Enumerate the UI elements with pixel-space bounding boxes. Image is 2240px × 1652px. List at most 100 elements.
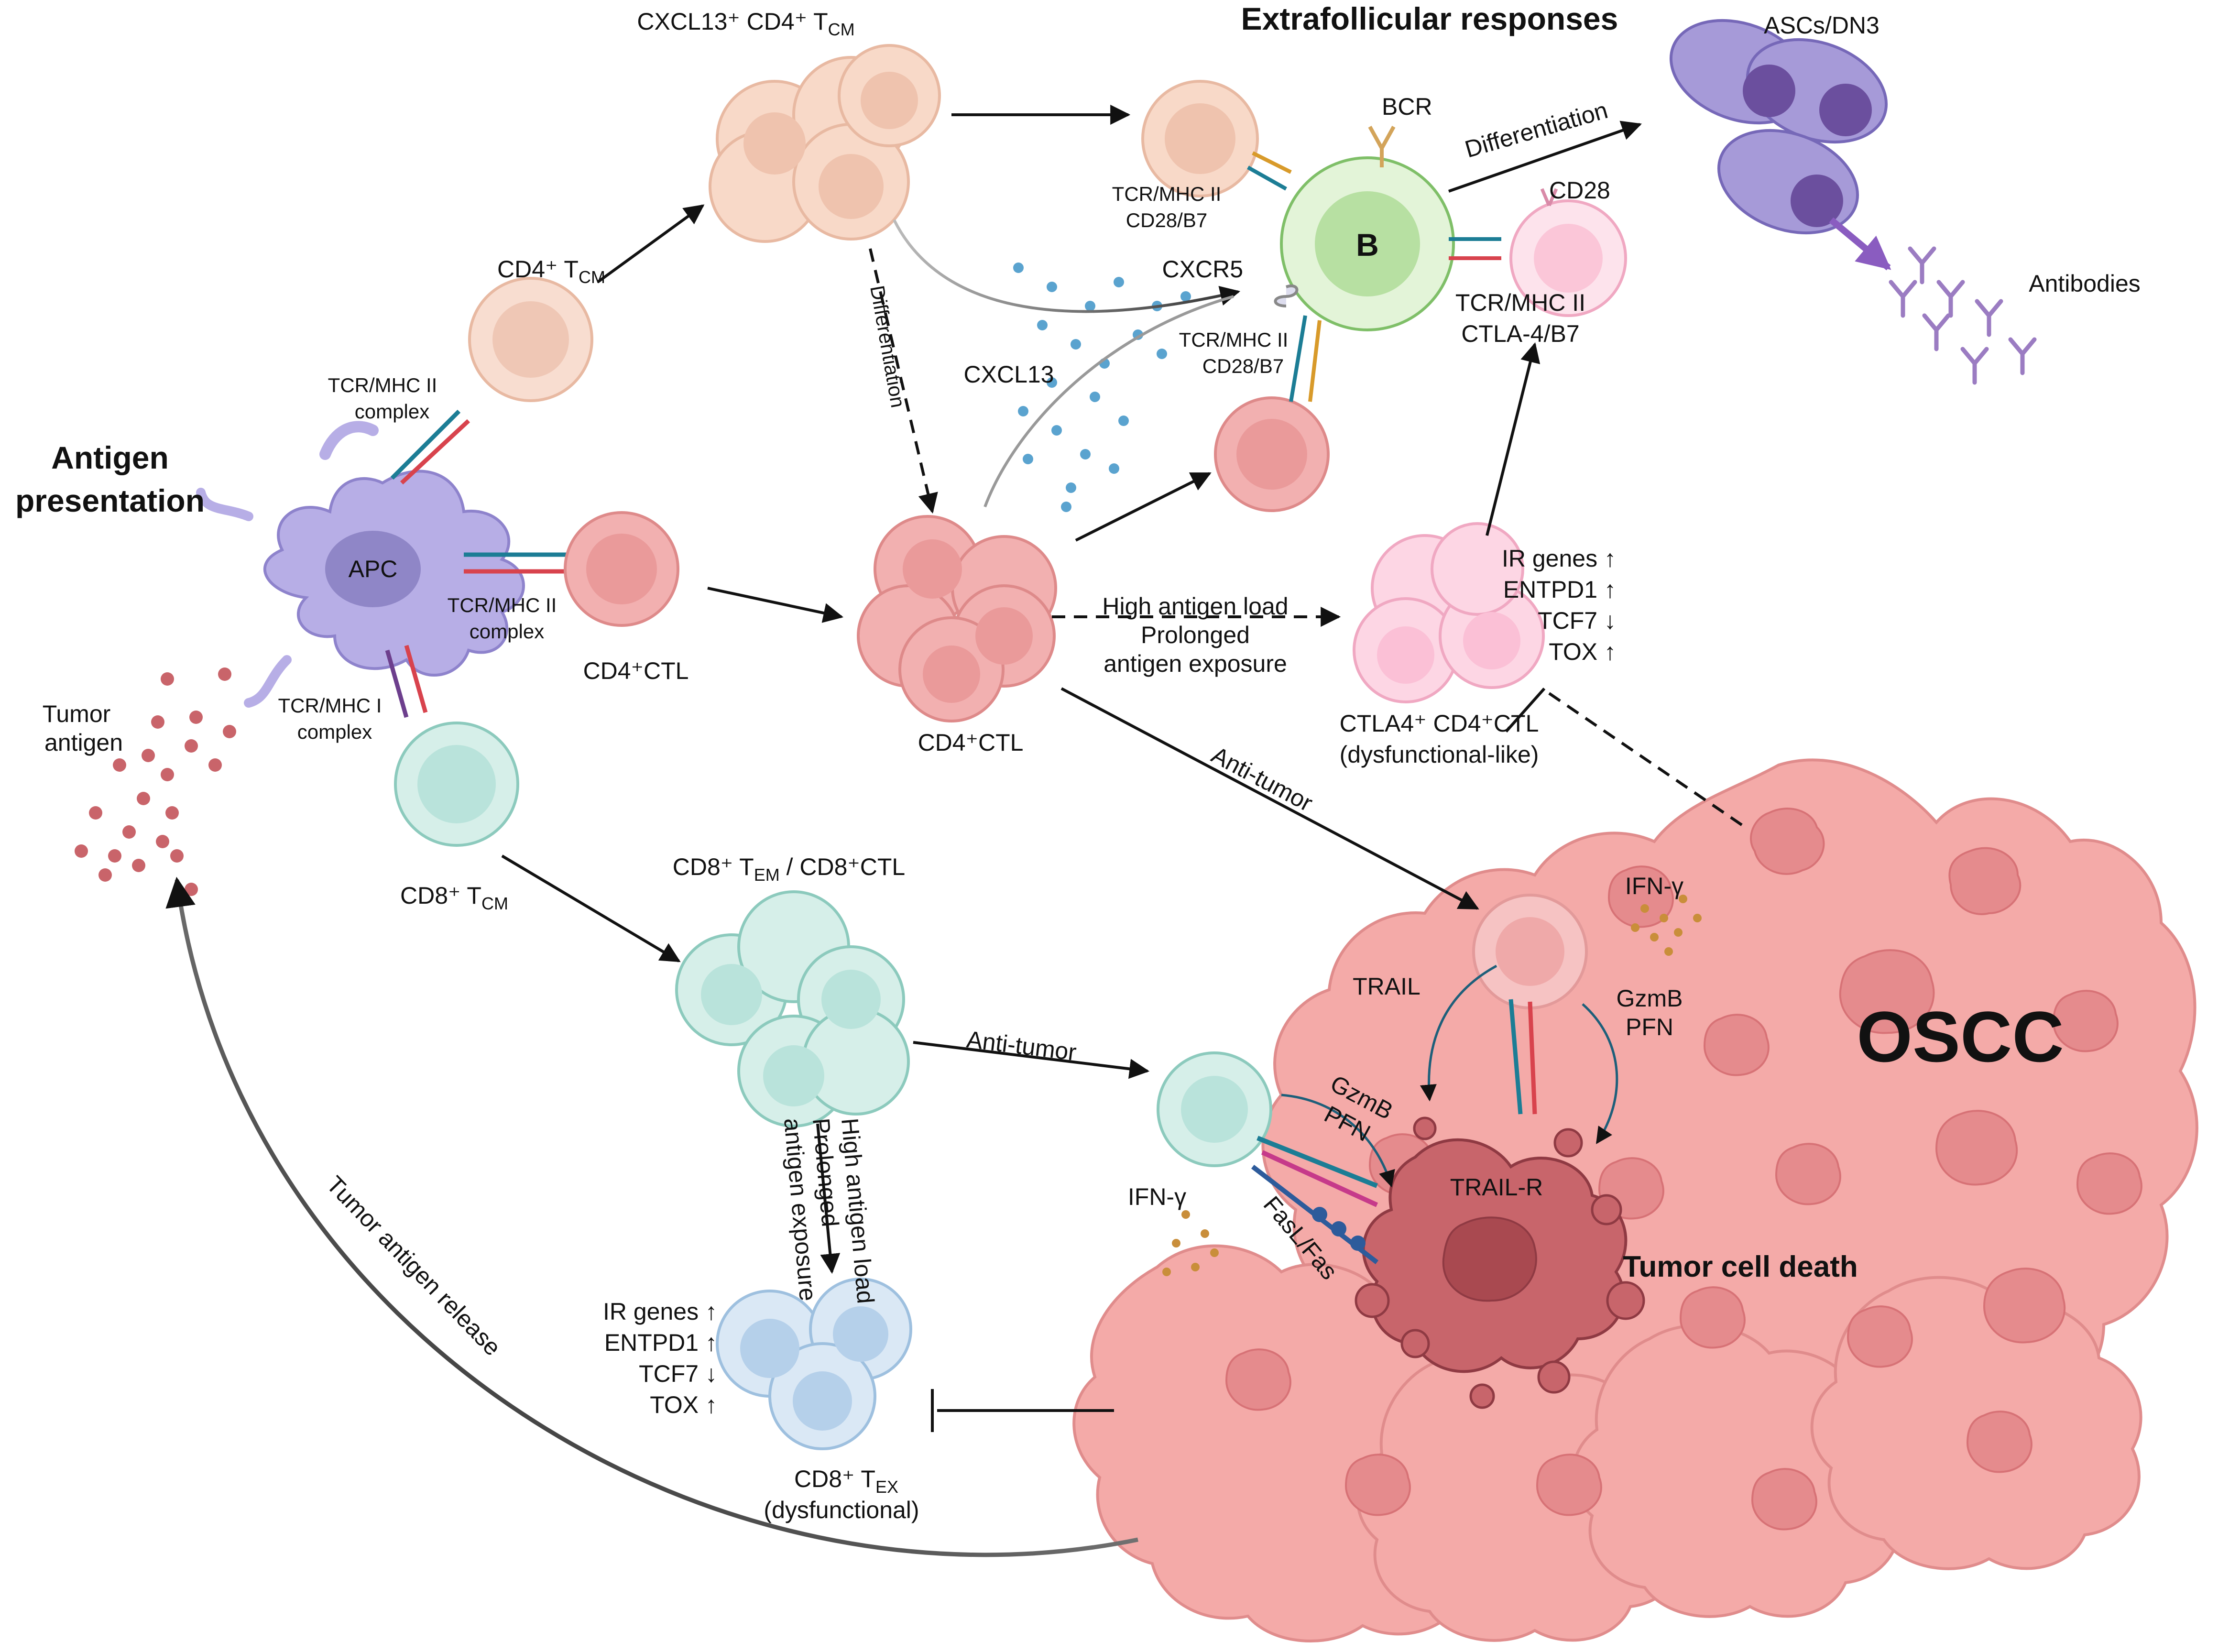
cxcl13-cd4-tcm-cluster (709, 44, 941, 243)
cxcl13-cd4-tcm-label: CXCL13⁺ CD4⁺ TCM (637, 8, 854, 39)
tcr-cd28-lower-2: CD28/B7 (1202, 355, 1284, 377)
ctla4-marker-2: ENTPD1 ↑ (1503, 576, 1616, 603)
cxcr5-label: CXCR5 (1162, 256, 1243, 283)
cd8-ctl-effector-cell (1157, 1051, 1379, 1264)
arrow-tumor-antigen-release (165, 876, 1138, 1557)
tcr-mhc1-complex-1: TCR/MHC I (278, 694, 382, 717)
cd4-ctl-helper-cell (1214, 396, 1330, 512)
tcr-ctla4-1: TCR/MHC II (1455, 289, 1585, 316)
tex-marker-2: ENTPD1 ↑ (604, 1329, 717, 1356)
arrow-anti-tumor-upper (1060, 687, 1479, 910)
oscc-label: OSCC (1857, 996, 2064, 1077)
tcr-cd28-lower-1: TCR/MHC II (1179, 328, 1289, 351)
arrow-trail (1420, 964, 1497, 1102)
bcr-label: BCR (1382, 93, 1432, 120)
arrow-cluster-to-cxcr5 (983, 295, 1234, 508)
tcr-mhc2-complex-mid-2: complex (470, 620, 544, 643)
tumor-antigen-release-label: Tumor antigen release (321, 1171, 506, 1361)
cd4-tcm-label: CD4⁺ TCM (497, 256, 605, 287)
tcr-cd28-upper-1: TCR/MHC II (1112, 183, 1222, 205)
tcr-mhc2-complex-mid-1: TCR/MHC II (448, 594, 557, 616)
arrow-differentiation-dashed (869, 248, 938, 514)
arrows (165, 105, 1746, 1557)
ctla4-cd4-ctl-label-2: (dysfunctional-like) (1340, 741, 1539, 768)
ctla4-marker-4: TOX ↑ (1549, 638, 1616, 665)
trail-label: TRAIL (1353, 973, 1420, 1000)
antigen-exposure-label: antigen exposure (1104, 650, 1287, 677)
cd8-tex-cluster (716, 1278, 912, 1450)
antibodies-label: Antibodies (2029, 270, 2141, 297)
dashed-ctla4-to-tumor (1548, 692, 1746, 829)
b-cell: B (1247, 126, 1501, 402)
ifn-gamma-dots (1162, 895, 1702, 1276)
cd4-ctl-center-label: CD4⁺CTL (918, 729, 1024, 756)
tcr-cd28-upper-2: CD28/B7 (1126, 209, 1207, 231)
inhibit-line-ctla4 (1505, 688, 1546, 733)
cd8-tem-ctl-cluster (675, 890, 910, 1127)
text-labels: Antigen presentation Extrafollicular res… (15, 1, 2141, 1523)
antigen-presentation-line2: presentation (15, 483, 205, 518)
extrafollicular-title: Extrafollicular responses (1241, 1, 1618, 36)
tex-marker-3: TCF7 ↓ (639, 1360, 717, 1387)
arrow-gzmb-right (1582, 1003, 1618, 1144)
tumor-nuclei (1225, 808, 2142, 1531)
cd8-tcm-cell (394, 722, 519, 847)
apc-label: APC (349, 556, 398, 582)
cd4-ctl-effector-cell (1472, 894, 1588, 1115)
cd8-tem-ctl-label: CD8⁺ TEM / CD8⁺CTL (673, 853, 906, 885)
arrow-cd8tcm-to-tem (501, 854, 681, 963)
antigen-presentation-line1: Antigen (51, 440, 169, 475)
arrow-differentiation-asc (1448, 120, 1642, 193)
apc-cell: APC (196, 409, 579, 718)
tumor-cell-death-label: Tumor cell death (1623, 1250, 1858, 1283)
ascs-dn3-cells (1669, 19, 1891, 271)
cd8-tex-label: CD8⁺ TEX (794, 1466, 898, 1497)
cd4-ctl-left-cell (564, 511, 679, 627)
tcr-mhc2-complex-top-1: TCR/MHC II (328, 374, 437, 396)
cxcr5-icon (1274, 284, 1299, 307)
arrow-cluster-to-helper (1075, 472, 1212, 542)
anti-tumor-lower-label: Anti-tumor (965, 1026, 1078, 1066)
arrow-cd4ctl-to-cluster (707, 587, 844, 623)
antibody-icons (1889, 246, 2037, 385)
anti-tumor-upper-label: Anti-tumor (1207, 741, 1317, 817)
ifn-gamma-upper-label: IFN-γ (1625, 873, 1683, 899)
tumor-antigen-line1: Tumor (43, 700, 111, 727)
cd4-ctl-center-cluster (857, 515, 1057, 722)
ifn-gamma-lower-label: IFN-γ (1128, 1183, 1186, 1210)
pfn-right-2: PFN (1626, 1014, 1673, 1040)
cd28-label: CD28 (1549, 177, 1610, 204)
arrow-cxcl13-to-cxcr5 (893, 219, 1241, 313)
ascs-dn3-label: ASCs/DN3 (1764, 12, 1879, 39)
cd8-tcm-label: CD8⁺ TCM (400, 882, 508, 913)
tumor-antigen-dots (75, 667, 236, 896)
trail-r-label: TRAIL-R (1450, 1174, 1543, 1201)
ctla4-cd4-ctl-cluster (1353, 522, 1545, 703)
cd8-tex-state-label: (dysfunctional) (764, 1497, 919, 1523)
cxcl13-chemokine-dots (1013, 263, 1191, 512)
prolonged-label: Prolonged (1141, 622, 1250, 648)
differentiation-top-label: Differentiation (1462, 97, 1611, 163)
tex-marker-4: TOX ↑ (650, 1391, 717, 1418)
high-antigen-load-label: High antigen load (1102, 593, 1288, 620)
gzmb-right-1: GzmB (1617, 985, 1683, 1012)
ctla4-marker-3: TCF7 ↓ (1538, 607, 1616, 634)
arrow-cd4tcm-to-cxcl13 (597, 204, 705, 284)
bcr-icon (1368, 126, 1396, 167)
tcr-mhc1-complex-2: complex (297, 721, 372, 743)
arrow-gzmb-left (1281, 1094, 1395, 1188)
arrow-cd8-exhaustion (816, 1123, 841, 1274)
cd4-ctl-left-label: CD4⁺CTL (583, 657, 689, 684)
arrow-ctla4-to-helper (1486, 342, 1541, 536)
tumor-antigen-line2: antigen (44, 729, 123, 756)
cd4-tcm-cell (468, 277, 593, 402)
tex-marker-1: IR genes ↑ (603, 1298, 717, 1325)
ctla4-marker-1: IR genes ↑ (1502, 545, 1616, 572)
tcr-ctla4-2: CTLA-4/B7 (1461, 320, 1579, 347)
b-cell-label: B (1356, 227, 1379, 263)
ctla4-helper-cell (1509, 188, 1627, 317)
dying-tumor-cell (1355, 1116, 1645, 1409)
arrow-anti-tumor-lower (913, 1041, 1150, 1079)
